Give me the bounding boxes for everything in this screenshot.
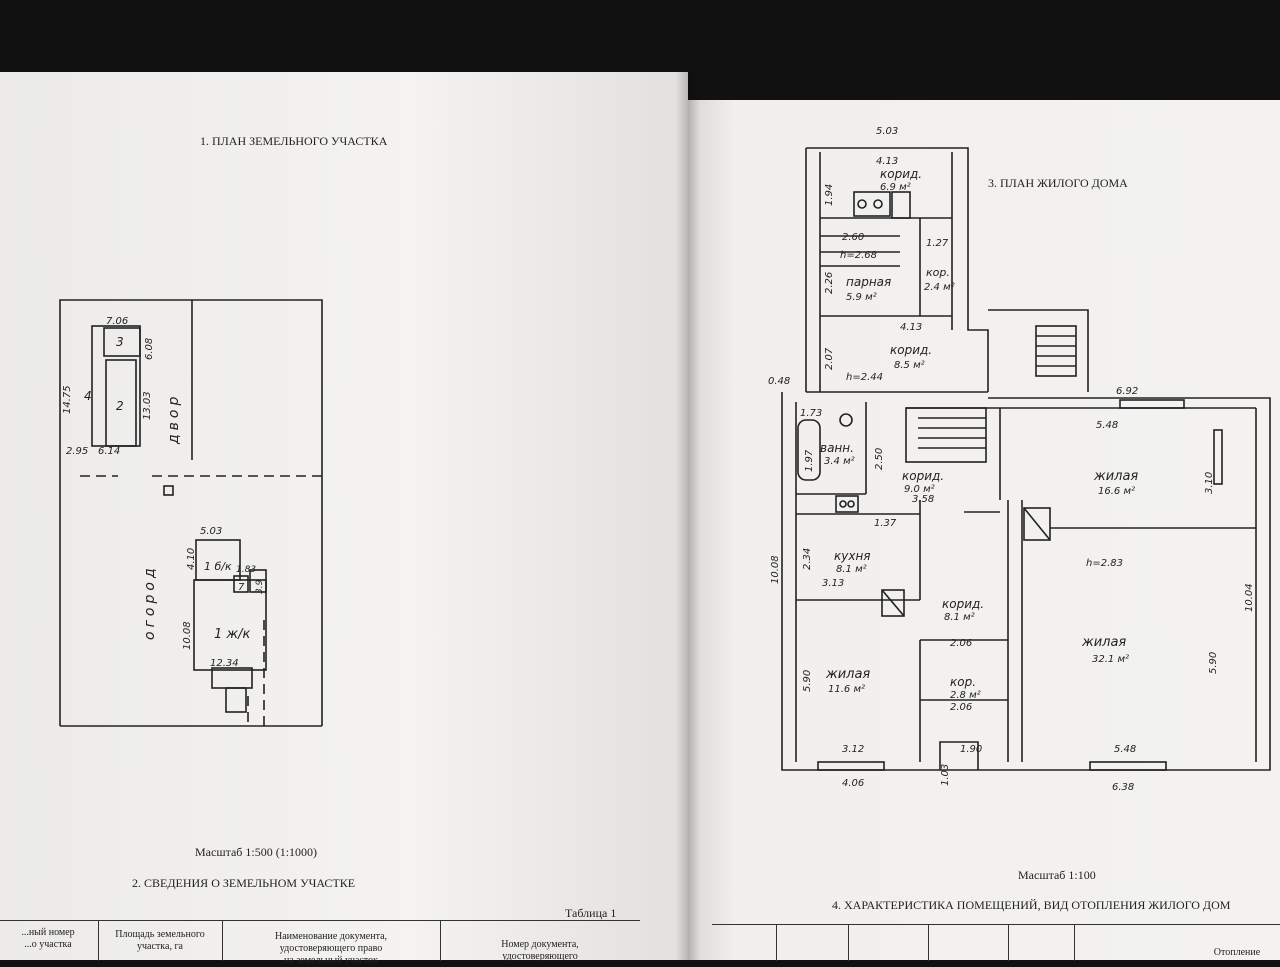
house-dim-small-a: 1.83: [236, 565, 256, 575]
room-corridor-low: корид.: [942, 597, 984, 611]
site-building-4: 4: [84, 389, 92, 403]
table-header-area: Площадь земельного участка, га: [115, 929, 205, 952]
site-dim-bottom-a: 2.95: [66, 446, 88, 457]
dim-3-13: 3.13: [822, 578, 844, 589]
book-gutter: [676, 72, 700, 960]
dim-1-97: 1.97: [804, 449, 815, 472]
room-kitchen: кухня: [834, 549, 871, 563]
site-dim-side: 6.08: [144, 338, 155, 360]
site-dim-top: 7.06: [106, 316, 128, 327]
room-kor-small: кор.: [926, 266, 950, 279]
room-corridor-center: корид.: [902, 469, 944, 483]
dim-1-73: 1.73: [800, 408, 822, 419]
room-corridor-mid: корид.: [890, 343, 932, 357]
dim-5-48a: 5.48: [1096, 420, 1118, 431]
room-living-left: жилая: [825, 667, 870, 682]
site-shed-label: 1 б/к: [204, 560, 232, 573]
dim-6-92: 6.92: [1116, 386, 1138, 397]
dim-2-06b: 2.06: [950, 702, 972, 713]
dim-10-04: 10.04: [1244, 583, 1255, 612]
section4-title: 4. ХАРАКТЕРИСТИКА ПОМЕЩЕНИЙ, ВИД ОТОПЛЕН…: [832, 898, 1231, 912]
dim-5-90a: 5.90: [1208, 652, 1219, 674]
room-living-top-right: жилая: [1093, 469, 1138, 484]
room-sauna: парная: [846, 275, 891, 289]
room-kitchen-area: 8.1 м²: [836, 564, 867, 575]
room-kor-bottom: кор.: [950, 675, 976, 689]
dim-1-90: 1.90: [960, 744, 982, 755]
table-header-doc-number: Номер документа, удостоверяющего: [501, 939, 579, 962]
room-corridor-center-area: 9.0 м²: [904, 484, 935, 495]
site-dim-bottom-b: 6.14: [98, 446, 120, 457]
dim-6-38: 6.38: [1112, 782, 1134, 793]
room-living-top-right-area: 16.6 м²: [1098, 486, 1135, 497]
room-kor-small-area: 2.4 м²: [924, 282, 955, 293]
house-dim-bottom: 12.34: [210, 658, 239, 669]
dim-5-90b: 5.90: [802, 670, 813, 692]
dim-10-08: 10.08: [770, 555, 781, 584]
site-dim-mid: 13.03: [142, 391, 153, 420]
section3-title: 3. ПЛАН ЖИЛОГО ДОМА: [988, 176, 1128, 190]
dim-h-2-44: h=2.44: [846, 372, 883, 383]
dim-1-03: 1.03: [940, 764, 951, 786]
room-bath-area: 3.4 м²: [824, 456, 855, 467]
room-kor-bottom-area: 2.8 м²: [950, 690, 981, 701]
dim-3-12: 3.12: [842, 744, 864, 755]
house-dim-small-b: 3.9: [255, 579, 265, 594]
room-living-left-area: 11.6 м²: [828, 684, 865, 695]
room-living-right: жилая: [1081, 635, 1126, 650]
table-header-heating: Отопление: [1213, 947, 1261, 958]
table-header-cadastral: ...ный номер ...о участка: [21, 927, 75, 950]
section1-title: 1. ПЛАН ЗЕМЕЛЬНОГО УЧАСТКА: [200, 134, 388, 148]
dim-top: 5.03: [876, 126, 898, 137]
dim-2-60: 2.60: [842, 232, 864, 243]
dim-4-13a: 4.13: [876, 156, 898, 167]
room-living-right-area: 32.1 м²: [1092, 654, 1129, 665]
site-house-label: 1 ж/к: [214, 627, 250, 642]
table-label: Таблица 1: [565, 906, 617, 920]
section2-title: 2. СВЕДЕНИЯ О ЗЕМЕЛЬНОМ УЧАСТКЕ: [132, 876, 356, 890]
room-sauna-area: 5.9 м²: [846, 292, 877, 303]
rooms-table: Отопление: [712, 924, 1280, 961]
room-corridor-top: корид.: [880, 167, 922, 181]
room-corridor-top-area: 6.9 м²: [880, 182, 911, 193]
dim-3-10: 3.10: [1204, 472, 1215, 494]
dim-1-27: 1.27: [926, 238, 949, 249]
site-shed-num: 7: [238, 582, 245, 593]
dim-2-07: 2.07: [824, 347, 835, 370]
dim-4-06: 4.06: [842, 778, 864, 789]
dim-5-48b: 5.48: [1114, 744, 1136, 755]
site-building-3: 3: [116, 335, 124, 349]
site-plan-scale: Масштаб 1:500 (1:1000): [195, 845, 318, 859]
dim-1-94: 1.94: [824, 184, 835, 206]
dim-0-48: 0.48: [768, 376, 790, 387]
dim-2-34: 2.34: [802, 548, 813, 570]
room-corridor-low-area: 8.1 м²: [944, 612, 975, 623]
dim-3-58: 3.58: [912, 494, 934, 505]
site-building-2: 2: [116, 399, 124, 413]
site-garden-label: огород: [142, 564, 158, 640]
house-dim-side-a: 4.10: [186, 548, 197, 570]
house-plan-scale: Масштаб 1:100: [1018, 868, 1096, 882]
house-dim-left: 10.08: [182, 621, 193, 650]
dim-h-2-68: h=2.68: [840, 250, 877, 261]
site-yard-label: двор: [166, 393, 182, 445]
house-dim-top: 5.03: [200, 526, 222, 537]
dim-h-2-83: h=2.83: [1086, 558, 1123, 569]
dim-2-50: 2.50: [874, 448, 885, 470]
left-page: [0, 72, 688, 960]
room-corridor-mid-area: 8.5 м²: [894, 360, 925, 371]
dim-2-06a: 2.06: [950, 638, 972, 649]
right-page: [688, 100, 1280, 960]
room-bath: ванн.: [820, 441, 854, 455]
dim-2-26: 2.26: [824, 272, 835, 294]
dim-1-37: 1.37: [874, 518, 897, 529]
site-dim-left: 14.75: [62, 385, 73, 414]
dim-4-13b: 4.13: [900, 322, 922, 333]
